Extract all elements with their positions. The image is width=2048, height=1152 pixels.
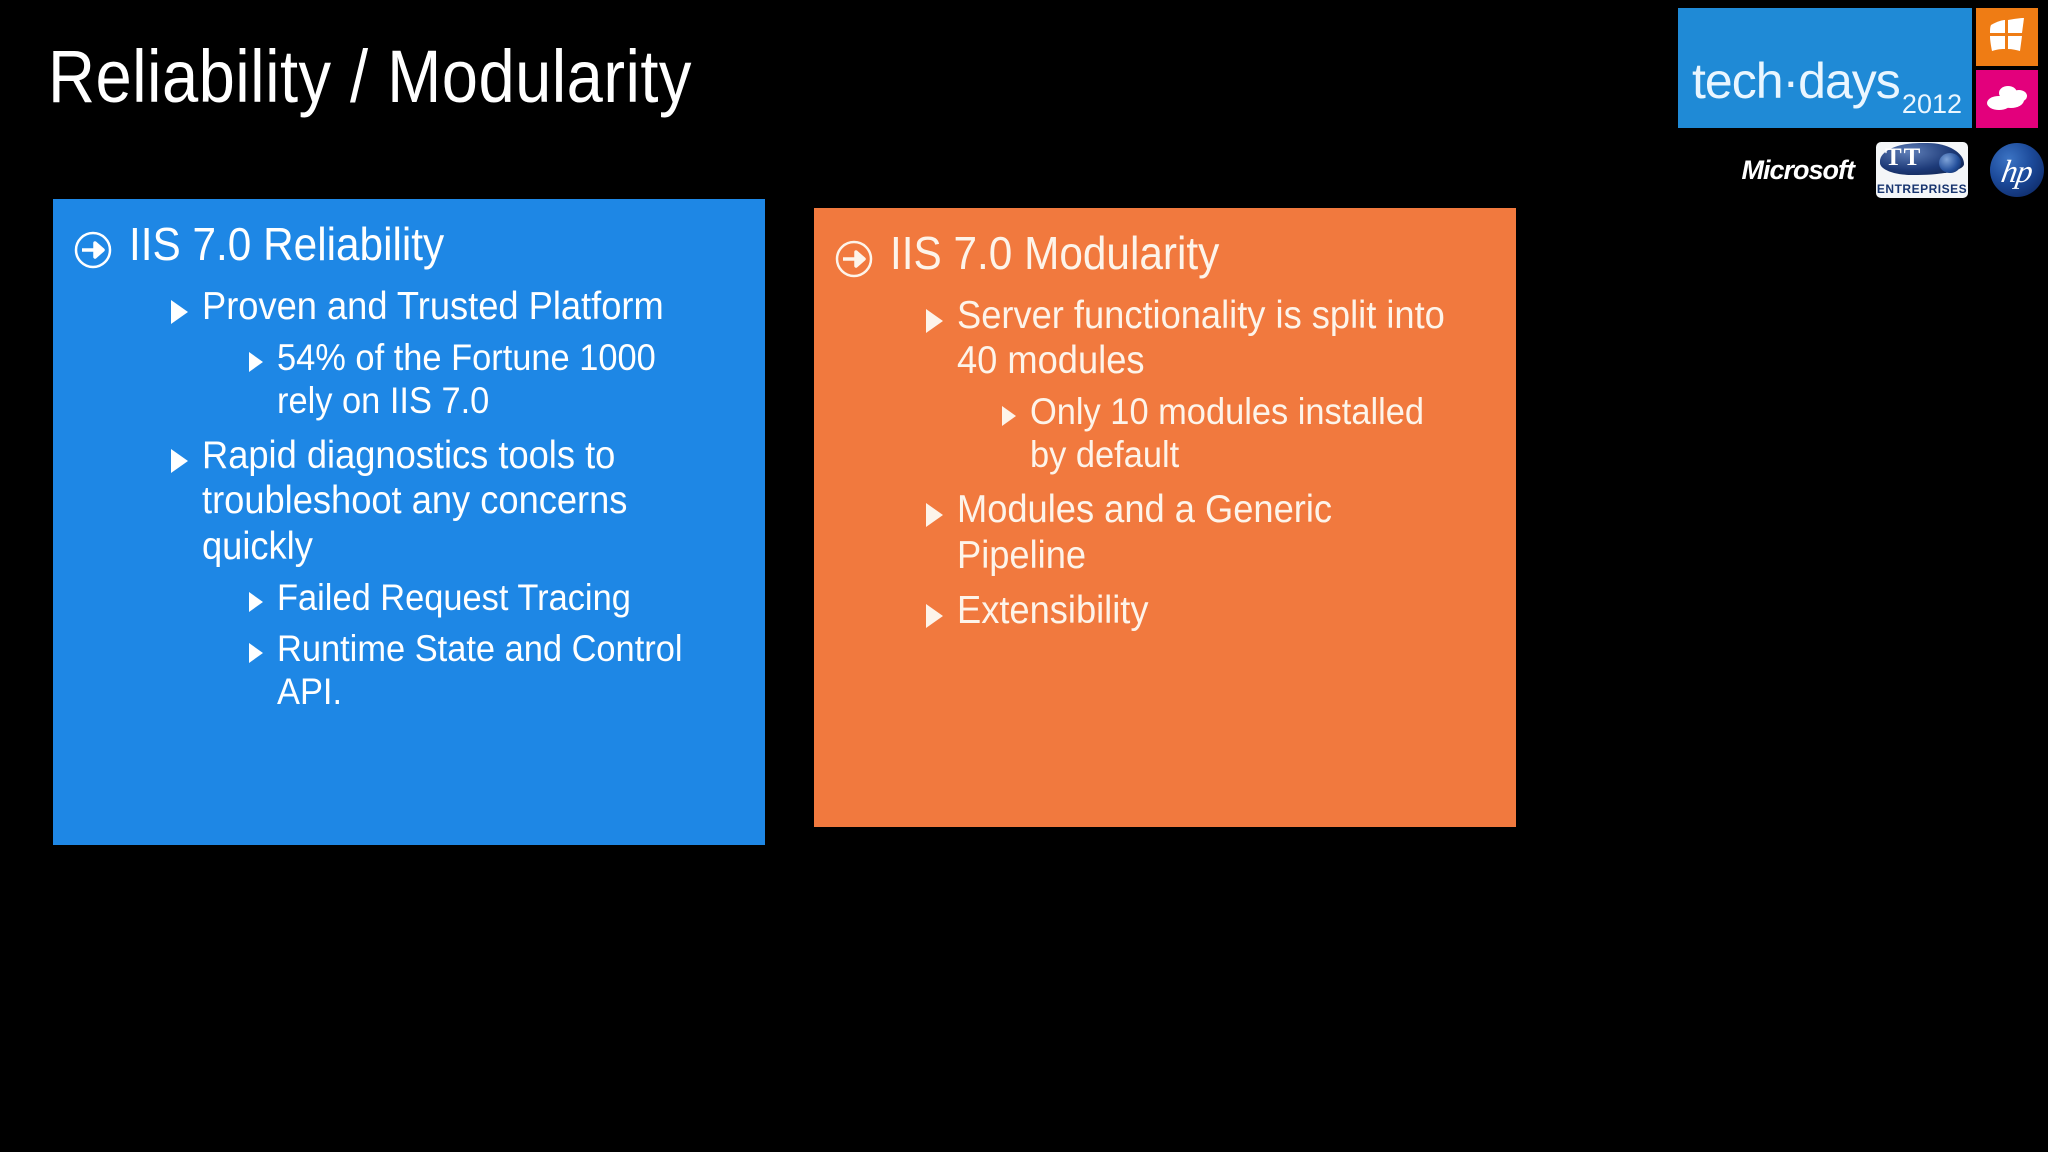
list-item-label: Rapid diagnostics tools to troubleshoot …	[202, 434, 628, 568]
list-item: Extensibility	[926, 588, 1498, 633]
list-item-label: Proven and Trusted Platform	[202, 285, 664, 328]
panel-heading-text: IIS 7.0 Modularity	[890, 227, 1220, 279]
list-item-label: Failed Request Tracing	[277, 576, 631, 618]
bullet-list-reliability: Proven and Trusted Platform 54% of the F…	[73, 284, 747, 713]
page-title: Reliability / Modularity	[48, 35, 692, 118]
list-item: Failed Request Tracing	[249, 577, 747, 620]
list-item-label: Only 10 modules installed by default	[1030, 391, 1425, 476]
hp-wordmark: hp	[1998, 153, 2036, 190]
list-item-label: Modules and a Generic Pipeline	[957, 488, 1333, 577]
microsoft-logo: Microsoft	[1741, 154, 1855, 185]
tt-entreprises-label: ENTREPRISES	[1876, 182, 1968, 196]
windows-flag-icon	[1988, 18, 2026, 56]
hp-logo: hp	[1990, 143, 2044, 197]
panel-modularity: IIS 7.0 Modularity Server functionality …	[814, 208, 1516, 827]
techdays-wordmark: tech·days	[1692, 53, 1901, 109]
list-item: Server functionality is split into 40 mo…	[926, 293, 1498, 383]
list-item: Rapid diagnostics tools to troubleshoot …	[171, 433, 747, 569]
list-item: 54% of the Fortune 1000 rely on IIS 7.0	[249, 337, 747, 423]
triangle-bullet-icon	[249, 642, 263, 663]
panel-heading-reliability: IIS 7.0 Reliability	[73, 217, 747, 274]
tt-swirl-icon	[1939, 153, 1961, 173]
bullet-list-modularity: Server functionality is split into 40 mo…	[834, 293, 1498, 633]
triangle-bullet-icon	[1002, 406, 1016, 427]
panel-heading-modularity: IIS 7.0 Modularity	[834, 226, 1498, 283]
list-item-label: 54% of the Fortune 1000 rely on IIS 7.0	[277, 337, 656, 422]
tt-entreprises-logo: TT ENTREPRISES	[1876, 142, 1968, 198]
list-item: Runtime State and Control API.	[249, 628, 747, 714]
techdays-logo-box: tech·days 2012	[1678, 8, 1972, 128]
techdays-logo: tech·days 2012	[1678, 8, 2038, 128]
triangle-bullet-icon	[249, 352, 263, 373]
list-item: Proven and Trusted Platform	[171, 284, 747, 329]
panel-heading-text: IIS 7.0 Reliability	[129, 218, 445, 270]
arrow-circle-icon	[834, 239, 874, 283]
branding-block: tech·days 2012	[1678, 8, 2038, 128]
techdays-year: 2012	[1901, 89, 1962, 119]
cloud-icon	[1986, 83, 2028, 115]
sponsor-logos: Microsoft TT ENTREPRISES hp	[1674, 140, 2044, 200]
list-item: Only 10 modules installed by default	[1002, 391, 1498, 477]
triangle-bullet-icon	[926, 603, 943, 628]
triangle-bullet-icon	[171, 300, 188, 324]
cloud-tile	[1976, 70, 2038, 128]
list-item-label: Server functionality is split into 40 mo…	[957, 294, 1445, 383]
triangle-bullet-icon	[926, 309, 943, 333]
list-item-label: Runtime State and Control API.	[277, 627, 683, 712]
triangle-bullet-icon	[926, 503, 943, 528]
list-item: Modules and a Generic Pipeline	[926, 487, 1498, 577]
triangle-bullet-icon	[171, 449, 188, 474]
brand-tiles	[1976, 8, 2038, 128]
arrow-circle-icon	[73, 230, 113, 274]
triangle-bullet-icon	[249, 591, 263, 612]
windows-tile	[1976, 8, 2038, 66]
list-item-label: Extensibility	[957, 588, 1149, 632]
panel-reliability: IIS 7.0 Reliability Proven and Trusted P…	[53, 199, 765, 845]
tt-letters: TT	[1885, 144, 1923, 171]
